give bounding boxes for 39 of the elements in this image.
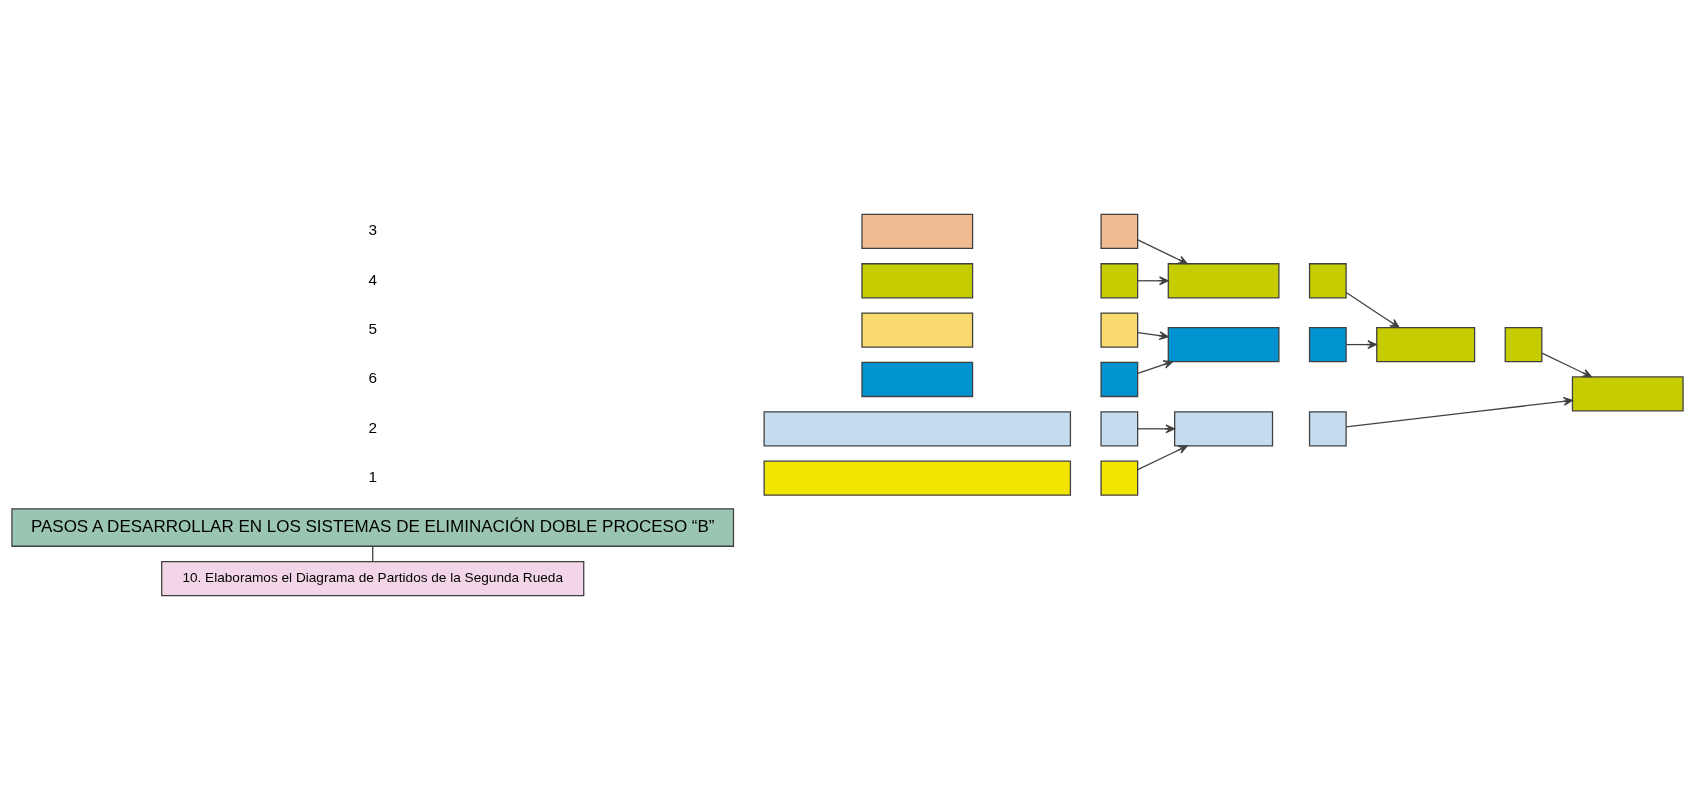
arrow bbox=[1345, 396, 1573, 428]
node-box bbox=[1571, 376, 1684, 412]
arrow bbox=[1137, 424, 1176, 434]
node-box bbox=[1376, 326, 1476, 363]
node-box: PASOS A DESARROLLAR EN LOS SISTEMAS DE ELIMINACIÓN DOBLE PROCESO “B” bbox=[11, 508, 735, 547]
label: 1 bbox=[368, 467, 377, 485]
node-box bbox=[1100, 263, 1139, 299]
node-box bbox=[1100, 213, 1139, 250]
arrow bbox=[1137, 331, 1169, 341]
node-box bbox=[1167, 263, 1280, 299]
node-box bbox=[1100, 411, 1139, 447]
node-box bbox=[1174, 411, 1274, 447]
node-box bbox=[861, 263, 974, 299]
node-box bbox=[1504, 326, 1543, 363]
node-box bbox=[861, 213, 974, 250]
node-box bbox=[1100, 460, 1139, 496]
arrow bbox=[1137, 445, 1188, 471]
node-box bbox=[861, 361, 974, 398]
node-box bbox=[763, 411, 1072, 447]
label: 2 bbox=[368, 418, 377, 436]
label: 6 bbox=[368, 369, 377, 387]
arrow bbox=[1345, 340, 1378, 350]
node-box bbox=[1100, 312, 1139, 348]
arrow bbox=[1137, 360, 1174, 375]
node-box bbox=[1308, 326, 1347, 363]
label: 5 bbox=[368, 319, 377, 337]
arrow bbox=[1137, 239, 1188, 265]
node-box bbox=[1100, 361, 1139, 398]
node-box: 10. Elaboramos el Diagrama de Partidos de la Segunda Rueda bbox=[161, 560, 585, 597]
arrow bbox=[1345, 291, 1400, 329]
label: 4 bbox=[368, 270, 377, 288]
node-box bbox=[763, 460, 1072, 496]
arrow bbox=[1541, 352, 1592, 378]
node-box bbox=[1167, 326, 1280, 363]
arrow bbox=[1137, 276, 1169, 286]
node-box bbox=[1308, 411, 1347, 447]
node-box bbox=[1308, 263, 1347, 299]
label: 3 bbox=[368, 221, 377, 239]
node-box bbox=[861, 312, 974, 348]
